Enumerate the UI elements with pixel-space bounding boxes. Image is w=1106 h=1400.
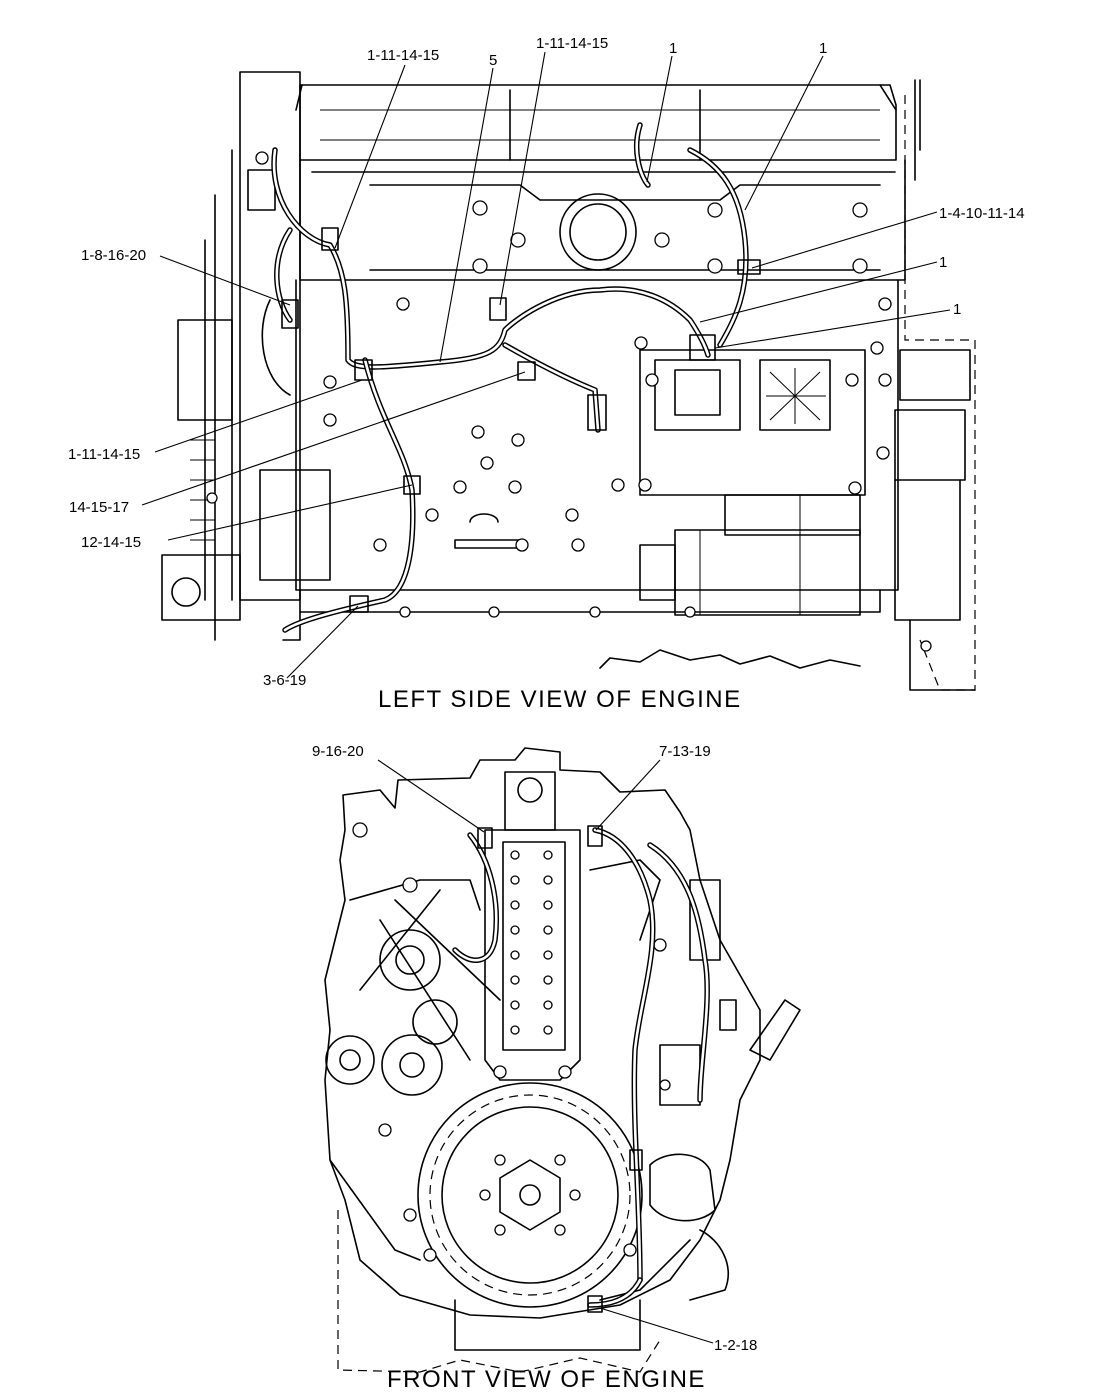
- wiring-harness-front: [452, 825, 737, 1313]
- leader-lines-front: [377, 759, 714, 1344]
- callout-label: 1-11-14-15: [367, 47, 439, 64]
- callout-label: 3-6-19: [263, 672, 306, 689]
- callout-label: 5: [489, 52, 497, 69]
- left-side-view: 1-11-14-15 1-11-14-15 5 1 1 1-4-10-11-14…: [68, 35, 1025, 713]
- callout-label: 12-14-15: [81, 534, 141, 551]
- view-caption: FRONT VIEW OF ENGINE: [387, 1366, 706, 1393]
- wiring-harness-side: [271, 122, 761, 633]
- callout-label: 1-8-16-20: [81, 247, 146, 264]
- bolt-heads-side: [206, 151, 932, 652]
- callout-label: 1-2-18: [714, 1337, 757, 1354]
- callout-label: 7-13-19: [659, 743, 711, 760]
- callout-label: 9-16-20: [312, 743, 364, 760]
- callout-label: 1-4-10-11-14: [939, 205, 1025, 222]
- callout-label: 1: [939, 254, 947, 271]
- callout-label: 14-15-17: [69, 499, 129, 516]
- callouts-side: 1-11-14-15 1-11-14-15 5 1 1 1-4-10-11-14…: [68, 35, 1025, 689]
- front-view: 9-16-20 7-13-19 1-2-18 FRONT VIEW OF ENG…: [312, 743, 801, 1393]
- leader-lines-side: [141, 51, 951, 679]
- view-caption: LEFT SIDE VIEW OF ENGINE: [378, 686, 742, 713]
- bolt-heads-front: [352, 822, 671, 1262]
- callout-label: 1-11-14-15: [68, 446, 140, 463]
- engine-block-front: [324, 747, 801, 1373]
- callout-label: 1: [819, 40, 827, 57]
- callout-label: 1: [669, 40, 677, 57]
- callouts-front: 9-16-20 7-13-19 1-2-18: [312, 743, 757, 1354]
- callout-label: 1-11-14-15: [536, 35, 608, 52]
- callout-label: 1: [953, 301, 961, 318]
